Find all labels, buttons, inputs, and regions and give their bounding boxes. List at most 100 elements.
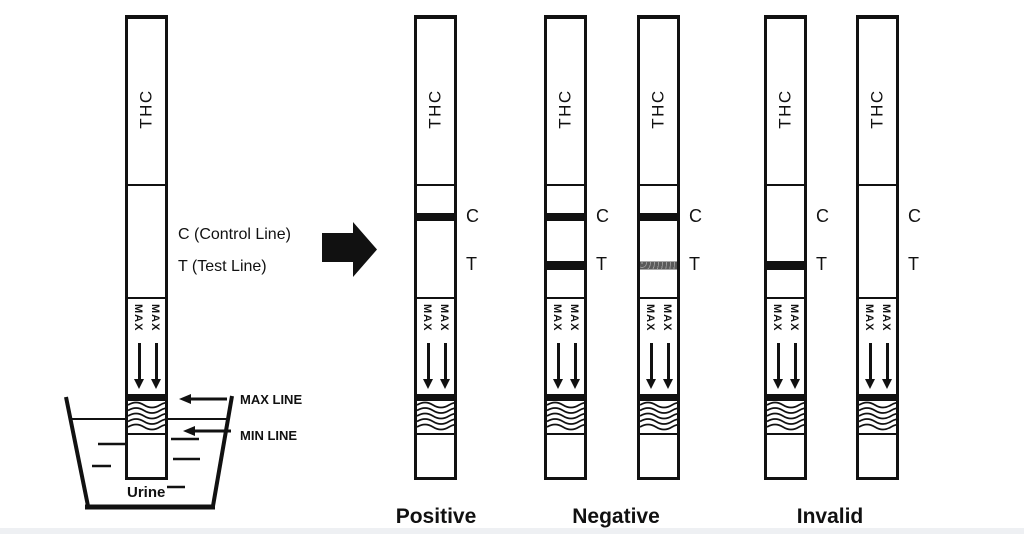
down-arrow-icon [882, 343, 892, 389]
result-window [859, 186, 896, 299]
control-line-band [640, 213, 677, 221]
down-arrow-icon [790, 343, 800, 389]
down-arrow-icon [134, 343, 144, 389]
max-text: MAX [132, 304, 144, 332]
strip-brand-label: THC [555, 88, 575, 129]
max-text: MAX [788, 304, 800, 332]
wavy-lines-icon [767, 401, 804, 431]
max-text: MAX [421, 304, 433, 332]
t-marker: T [816, 254, 827, 274]
invalid-result-strip-2: THC MAX MAX [856, 15, 899, 480]
max-text: MAX [149, 304, 161, 332]
absorbent-pad [417, 401, 454, 435]
t-marker: T [908, 254, 919, 274]
max-text: MAX [880, 304, 892, 332]
max-fill-line [767, 394, 804, 401]
strip-brand-section: THC [417, 19, 454, 186]
max-section: MAX MAX [767, 299, 804, 394]
max-text: MAX [568, 304, 580, 332]
control-line-band [417, 213, 454, 221]
urine-label: Urine [127, 484, 166, 501]
max-section: MAX MAX [417, 299, 454, 394]
c-marker: C [596, 206, 609, 226]
strip-bottom [417, 435, 454, 477]
min-line-arrow-icon [171, 426, 231, 441]
absorbent-pad [128, 401, 165, 435]
strip-brand-label: THC [775, 88, 795, 129]
c-marker: C [466, 206, 479, 226]
t-marker: T [466, 254, 477, 274]
c-marker: C [689, 206, 702, 226]
min-line-label: MIN LINE [240, 428, 298, 443]
max-fill-line [128, 394, 165, 401]
strip-brand-label: THC [425, 88, 445, 129]
strip-brand-section: THC [859, 19, 896, 186]
max-text: MAX [551, 304, 563, 332]
result-window [547, 186, 584, 299]
max-fill-line [547, 394, 584, 401]
strip-brand-label: THC [136, 88, 156, 129]
result-window [767, 186, 804, 299]
wavy-lines-icon [859, 401, 896, 431]
max-fill-line [640, 394, 677, 401]
positive-caption: Positive [395, 505, 477, 528]
t-marker: T [596, 254, 607, 274]
max-text: MAX [863, 304, 875, 332]
max-line-label: MAX LINE [240, 392, 303, 407]
strip-bottom [547, 435, 584, 477]
negative-result-strip-2: THC MAX MAX [637, 15, 680, 480]
strip-brand-section: THC [128, 19, 165, 186]
strip-brand-section: THC [640, 19, 677, 186]
c-marker: C [816, 206, 829, 226]
max-text: MAX [771, 304, 783, 332]
down-arrow-icon [553, 343, 563, 389]
test-line-band [767, 261, 804, 270]
strip-bottom [859, 435, 896, 477]
max-text: MAX [438, 304, 450, 332]
down-arrow-icon [570, 343, 580, 389]
down-arrow-icon [151, 343, 161, 389]
max-fill-line [417, 394, 454, 401]
down-arrow-icon [865, 343, 875, 389]
absorbent-pad [547, 401, 584, 435]
test-line-band [547, 261, 584, 270]
c-marker: C [908, 206, 921, 226]
strip-brand-section: THC [547, 19, 584, 186]
beaker-outline [64, 395, 234, 510]
down-arrow-icon [440, 343, 450, 389]
down-arrow-icon [646, 343, 656, 389]
big-right-arrow-icon [322, 222, 377, 277]
strip-bottom [640, 435, 677, 477]
strip-bottom [128, 435, 165, 477]
absorbent-pad [640, 401, 677, 435]
wavy-lines-icon [417, 401, 454, 431]
strip-brand-section: THC [767, 19, 804, 186]
max-line-arrow-icon [179, 394, 227, 404]
down-arrow-icon [773, 343, 783, 389]
down-arrow-icon [663, 343, 673, 389]
down-arrow-icon [423, 343, 433, 389]
negative-caption: Negative [572, 505, 660, 528]
test-line-legend: T (Test Line) [178, 258, 267, 275]
max-fill-line [859, 394, 896, 401]
strip-bottom [767, 435, 804, 477]
invalid-result-strip-1: THC MAX MAX [764, 15, 807, 480]
control-line-band [547, 213, 584, 221]
page-bottom-edge [0, 528, 1024, 534]
result-window [640, 186, 677, 299]
max-section: MAX MAX [640, 299, 677, 394]
wavy-lines-icon [547, 401, 584, 431]
result-window [128, 186, 165, 299]
absorbent-pad [767, 401, 804, 435]
negative-result-strip-1: THC MAX MAX [544, 15, 587, 480]
wavy-lines-icon [640, 401, 677, 431]
strip-brand-label: THC [867, 88, 887, 129]
wavy-lines-icon [128, 401, 165, 431]
control-line-legend: C (Control Line) [178, 226, 291, 243]
sample-test-strip: THC MAX MAX [125, 15, 168, 480]
t-marker: T [689, 254, 700, 274]
result-window [417, 186, 454, 299]
max-section: MAX MAX [128, 299, 165, 394]
